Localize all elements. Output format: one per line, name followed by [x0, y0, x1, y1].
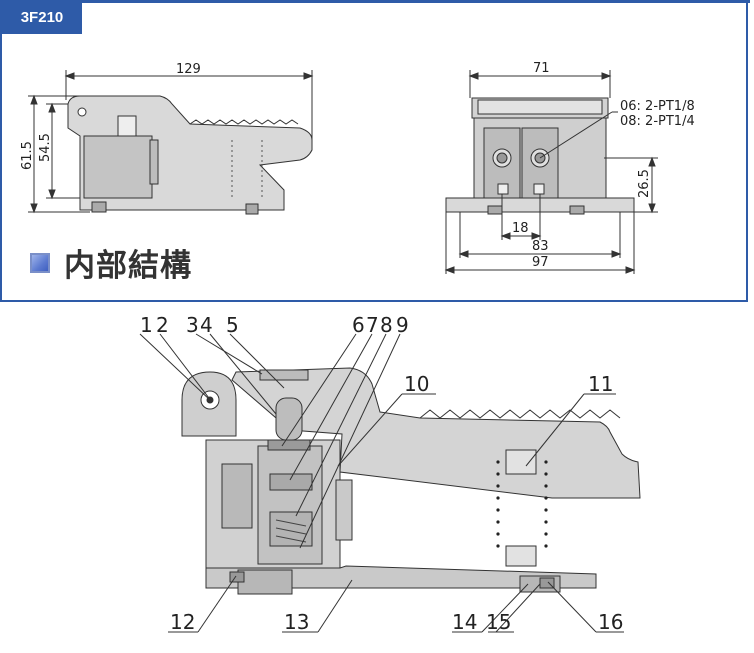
panel-top-rule	[82, 0, 750, 3]
callout-1: 1	[140, 313, 153, 337]
callout-13: 13	[284, 610, 309, 634]
section-title: 内部結構	[64, 248, 192, 284]
front-dim-97: 97	[532, 255, 549, 270]
callout-6: 6	[352, 313, 365, 337]
port-note-1: 06: 2-PT1/8	[620, 99, 695, 114]
callout-11: 11	[588, 372, 613, 396]
front-view	[444, 70, 658, 274]
callout-4: 4	[200, 313, 213, 337]
callout-14: 14	[452, 610, 477, 634]
front-width-top: 71	[533, 61, 550, 76]
callout-8: 8	[380, 313, 393, 337]
side-height-inner: 54.5	[38, 133, 53, 162]
front-height-port: 26.5	[637, 169, 652, 198]
port-note-2: 08: 2-PT1/4	[620, 114, 695, 129]
section-heading: 内部結構	[30, 240, 192, 285]
square-bullet-icon	[30, 252, 50, 273]
callout-15: 15	[486, 610, 511, 634]
internal-structure	[139, 333, 641, 633]
side-view	[28, 70, 314, 215]
front-dim-18: 18	[512, 221, 529, 236]
front-dim-83: 83	[532, 239, 549, 254]
callout-12: 12	[170, 610, 195, 634]
callout-2: 2	[156, 313, 169, 337]
callout-7: 7	[366, 313, 379, 337]
callout-10: 10	[404, 372, 429, 396]
callout-9: 9	[396, 313, 409, 337]
side-height-outer: 61.5	[20, 141, 35, 170]
side-width-label: 129	[176, 62, 201, 77]
callout-16: 16	[598, 610, 623, 634]
model-tag: 3F210	[2, 0, 82, 34]
callout-3: 3	[186, 313, 199, 337]
callout-5: 5	[226, 313, 239, 337]
